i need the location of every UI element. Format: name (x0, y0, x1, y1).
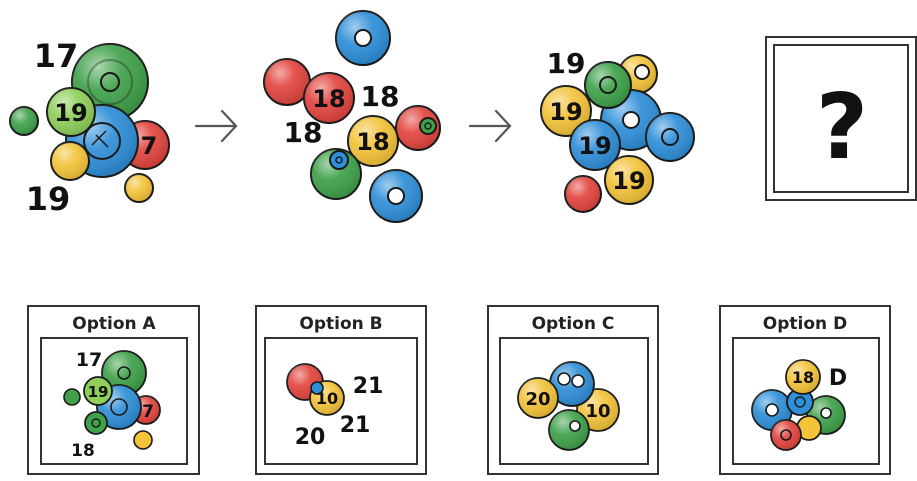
ball: 19 (46, 87, 96, 137)
number-label: 21 (340, 413, 371, 438)
ball: 19 (604, 155, 654, 205)
number-label: 21 (353, 374, 384, 399)
ball (335, 10, 391, 66)
number-label: D (829, 366, 847, 391)
ball: 19 (540, 85, 592, 137)
ball (101, 350, 147, 396)
ball-number: 10 (585, 401, 610, 422)
number-label: 17 (34, 37, 79, 75)
sequence-panel-2: 18 18 18 18 (263, 10, 441, 223)
ball: 18 (785, 359, 821, 395)
number-label: 18 (361, 80, 400, 113)
sequence-panel-3: 19 19 19 19 (540, 47, 695, 213)
number-label: 18 (71, 441, 95, 461)
ball: 19 (83, 376, 113, 406)
option-title: Option A (72, 314, 156, 334)
ball-number: 19 (612, 167, 645, 195)
ball (770, 419, 802, 451)
sequence-panel-1: 7 19 17 19 (9, 37, 170, 218)
option-title: Option D (763, 314, 847, 334)
ball-number: 18 (356, 128, 389, 156)
ball-number: 19 (88, 383, 109, 401)
ball-number: 18 (312, 85, 345, 113)
ball (395, 105, 441, 151)
option-title: Option B (299, 314, 382, 334)
ball (369, 169, 423, 223)
ball (9, 106, 39, 136)
ball (310, 381, 324, 395)
number-label: 17 (76, 349, 102, 371)
option-a[interactable]: Option A 7 19 17 (27, 305, 200, 475)
ball (564, 175, 602, 213)
ball: 19 (569, 119, 621, 171)
ball-number: 20 (525, 389, 550, 410)
option-d[interactable]: Option D 18 D (719, 305, 891, 475)
number-label: 19 (26, 180, 71, 218)
option-c[interactable]: Option C 10 20 (487, 305, 659, 475)
number-label: 20 (295, 425, 326, 450)
arrow-icon (468, 109, 512, 143)
ball-number: 7 (141, 132, 158, 160)
ball-number: 19 (578, 132, 611, 160)
ball (645, 112, 695, 162)
ball: 18 (347, 115, 399, 167)
ball (263, 58, 311, 106)
ball (124, 173, 154, 203)
ball (549, 361, 595, 407)
arrow-icon (194, 109, 238, 143)
ball-number: 19 (54, 99, 87, 127)
ball (548, 409, 590, 451)
ball (84, 411, 108, 435)
ball (584, 61, 632, 109)
ball (310, 148, 362, 200)
ball-number: 10 (316, 389, 338, 408)
ball-number: 18 (792, 368, 814, 387)
option-title: Option C (532, 314, 615, 334)
answer-placeholder-box: ? (765, 36, 917, 201)
number-label: 18 (284, 116, 323, 149)
option-b[interactable]: Option B 10 21 20 21 (255, 305, 427, 475)
ball: 20 (517, 377, 559, 419)
ball-number: 19 (549, 98, 582, 126)
number-label: 19 (547, 47, 586, 80)
ball-number: 7 (142, 402, 154, 422)
ball (50, 141, 90, 181)
ball: 18 (303, 72, 355, 124)
ball (63, 388, 81, 406)
question-mark: ? (816, 75, 868, 180)
ball (133, 430, 153, 450)
